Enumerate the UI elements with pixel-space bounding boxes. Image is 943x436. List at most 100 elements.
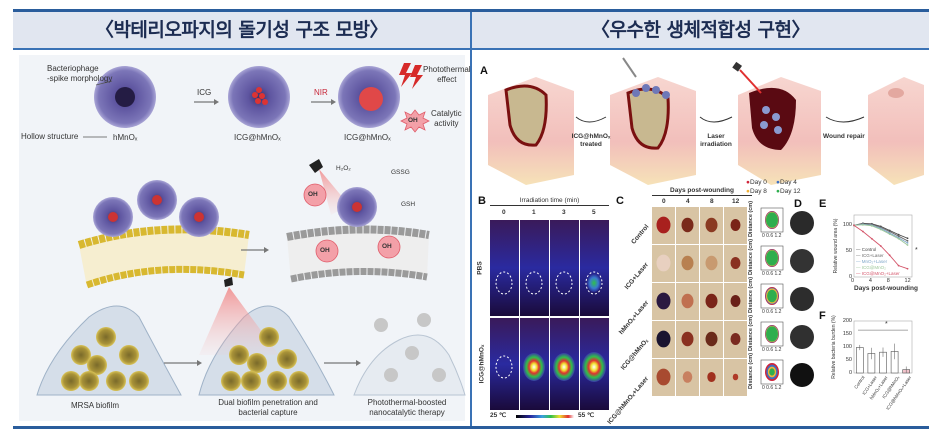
data-point (888, 254, 891, 257)
legend-label: Day 4 (779, 179, 797, 186)
data-point (897, 237, 900, 240)
skin-block-wound (488, 77, 574, 185)
trace-x-ticks: 0 0.6 1.2 (762, 347, 782, 353)
left-figure-graphics (36, 63, 466, 396)
data-point (879, 245, 882, 247)
y-tick-label: 50 (845, 248, 852, 255)
wound-spot (681, 217, 694, 233)
particle-label-icg-hmnox: ICG@hMnOₓ (234, 133, 281, 142)
legend-swatch: ● (746, 179, 750, 186)
trace-area-day-12 (766, 212, 778, 228)
y-axis-label: Relative bacteria burden (%) (831, 315, 837, 379)
x-tick-label: 8 (886, 278, 890, 284)
gssg-label: GSSG (391, 169, 410, 176)
label-text: Photothermal-boosted (367, 398, 447, 407)
wound-spot (705, 255, 718, 271)
intact-membrane (77, 225, 250, 289)
label-text: activity (434, 119, 459, 128)
y-axis-label: Relative wound area (%) (833, 218, 839, 274)
right-column-title: 〈우수한 생체적합성 구현〉 (590, 19, 811, 41)
wound-spot (730, 219, 741, 231)
bacteriophage-mimic-figure: Bacteriophage-spike morphology Hollow st… (19, 55, 471, 421)
trace-y-label: Distance (cm) (748, 276, 754, 314)
panel-e-letter: E (819, 198, 827, 210)
callout-hollow-structure: Hollow structure (21, 132, 79, 141)
wound-spot (656, 216, 671, 234)
legend-entry: — ICG@MnO₂+Laser (856, 271, 900, 276)
trace-x-ticks: 0 0.6 1.2 (762, 233, 782, 239)
laser-beam (199, 287, 279, 355)
data-point (897, 235, 900, 238)
legend-swatch: ● (746, 188, 750, 195)
time-label: 5 (592, 209, 596, 216)
comparison-table: 〈박테리오파지의 돌기성 구조 모방〉 〈우수한 생체적합성 구현〉 (13, 9, 929, 429)
legend-swatch: ● (776, 179, 780, 186)
row-label-pbs: PBS (476, 261, 484, 275)
icg-hmnox-particle (228, 66, 290, 128)
wound-spot (681, 255, 694, 271)
wound-spot (705, 293, 718, 309)
x-axis-label: Days post-wounding (854, 285, 918, 292)
y-tick-label: 0 (848, 370, 852, 376)
damaged-membrane (286, 225, 430, 283)
time-label: 1 (532, 209, 536, 216)
lightning-icon (399, 63, 412, 87)
label-text: bacterial capture (238, 408, 298, 417)
trace-area-day-12 (769, 368, 775, 376)
laser-emitter-icon (224, 277, 233, 287)
data-point (879, 228, 882, 231)
trace-y-label: Distance (cm) (748, 314, 754, 352)
arrow-head (331, 99, 336, 105)
stage-mrsa-biofilm: MRSA biofilm (71, 401, 120, 410)
legend-entry: — Control (856, 247, 877, 252)
step-arrow (575, 116, 607, 123)
skin-block-treated (610, 77, 696, 185)
bound-particles (93, 180, 219, 237)
data-point (862, 223, 864, 226)
bacteria-cluster (61, 327, 149, 391)
wound-spot (707, 371, 716, 383)
trace-area-day-12 (766, 250, 778, 266)
label-text: nanocatalytic therapy (369, 408, 445, 417)
data-point (888, 233, 891, 236)
legend-label: Day 12 (779, 188, 801, 195)
legend-day-0: ●Day 0 (746, 179, 767, 187)
wound-spot (730, 295, 741, 307)
data-point (906, 244, 909, 246)
trace-x-ticks: 0 0.6 1.2 (762, 271, 782, 277)
label-text: irradiation (700, 141, 732, 148)
skin-block-irradiated (738, 77, 821, 185)
wound-spot (730, 257, 741, 269)
legend-day-12: ●Day 12 (776, 188, 801, 196)
x-tick-label: 0 (851, 278, 855, 284)
label-text: treated (580, 141, 602, 148)
wound-spot (705, 331, 718, 347)
wound-spot (681, 293, 694, 309)
callout-spike-morphology: Bacteriophage-spike morphology (47, 64, 112, 84)
wound-spot (705, 217, 718, 233)
label-text: ICG@hMnOₓ (571, 133, 611, 140)
h2o2-label: H₂O₂ (336, 165, 351, 172)
column-divider (470, 12, 472, 429)
wound-spot (682, 371, 693, 383)
x-tick-label: 4 (868, 278, 872, 284)
wound-trace-grid (760, 207, 784, 385)
particle-label-icg-hmnox-activated: ICG@hMnOₓ (344, 133, 391, 142)
bar (855, 347, 864, 374)
label-text: effect (437, 75, 457, 84)
panel-d-letter: D (794, 198, 802, 210)
step-label-wound-repair: Wound repair (823, 133, 865, 140)
row-label-icg-hmnox: ICG@hMnOₓ (478, 344, 486, 384)
left-column-title: 〈박테리오파지의 돌기성 구조 모방〉 (94, 19, 389, 41)
legend-entry: — ICG@MnO₂ (856, 265, 886, 270)
y-tick-label: 150 (842, 331, 852, 337)
legend-swatch: ● (776, 188, 780, 195)
step-arrow (825, 116, 865, 123)
trace-x-ticks: 0 0.6 1.2 (762, 309, 782, 315)
bacteria-cluster (221, 327, 309, 391)
thermal-colorbar (516, 415, 574, 418)
trace-x-ticks: 0 0.6 1.2 (762, 385, 782, 391)
